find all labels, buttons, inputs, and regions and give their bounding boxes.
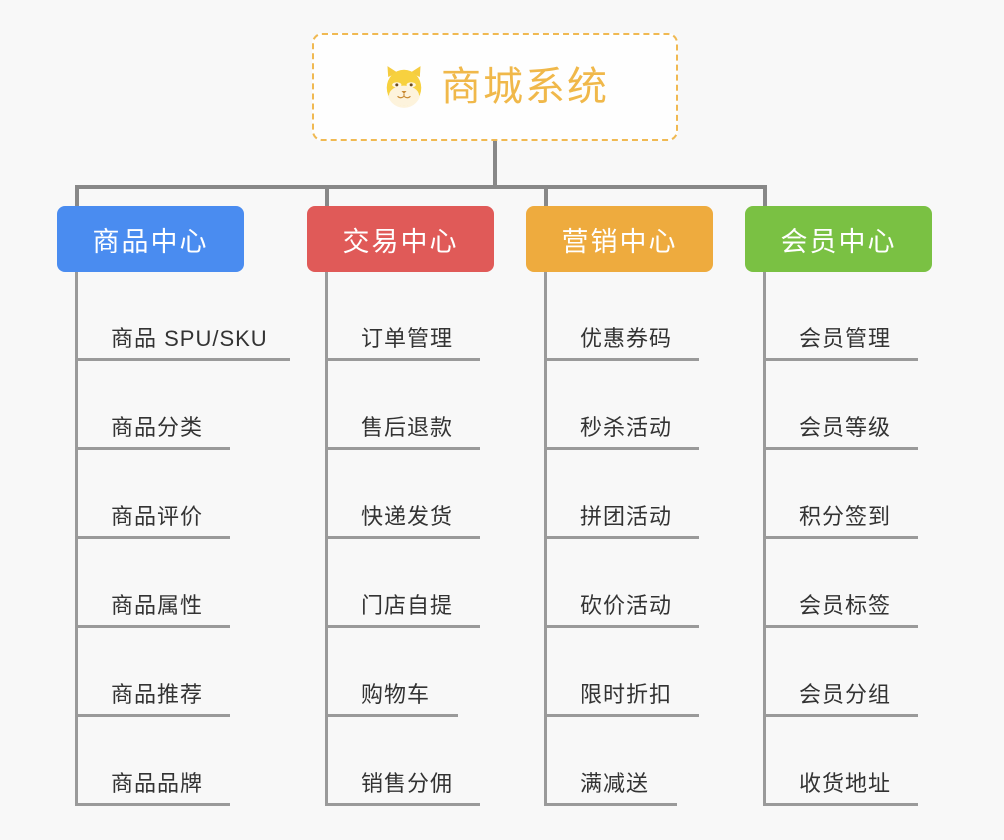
connector-branch-drop xyxy=(544,185,548,206)
leaf-item[interactable]: 销售分佣 xyxy=(325,717,480,806)
category-label: 交易中心 xyxy=(342,226,459,257)
leaf-underline xyxy=(75,625,230,628)
leaf-underline xyxy=(75,358,290,361)
leaf-item[interactable]: 优惠券码 xyxy=(544,272,699,361)
leaf-underline xyxy=(75,803,230,806)
leaf-item[interactable]: 商品 SPU/SKU xyxy=(75,272,290,361)
leaf-item[interactable]: 售后退款 xyxy=(325,361,480,450)
leaf-underline xyxy=(544,358,699,361)
category-label: 营销中心 xyxy=(561,226,678,257)
leaf-underline xyxy=(325,625,480,628)
leaf-item[interactable]: 商品品牌 xyxy=(75,717,230,806)
leaf-label: 秒杀活动 xyxy=(580,414,673,440)
leaf-item[interactable]: 购物车 xyxy=(325,628,458,717)
branch-spine xyxy=(75,272,78,806)
connector-branch-drop xyxy=(75,185,79,206)
leaf-underline xyxy=(544,536,699,539)
leaf-underline xyxy=(544,714,699,717)
connector-root-stem xyxy=(493,141,497,189)
leaf-label: 商品 SPU/SKU xyxy=(111,325,268,351)
root-node[interactable]: 商城系统 xyxy=(312,33,678,141)
leaf-underline xyxy=(763,803,918,806)
leaf-underline xyxy=(763,714,918,717)
category-box-3[interactable]: 营销中心 xyxy=(526,206,713,272)
leaf-item[interactable]: 商品推荐 xyxy=(75,628,230,717)
connector-branch-drop xyxy=(325,185,329,206)
leaf-underline xyxy=(325,536,480,539)
connector-branch-drop xyxy=(763,185,767,206)
leaf-item[interactable]: 拼团活动 xyxy=(544,450,699,539)
category-label: 商品中心 xyxy=(92,226,209,257)
leaf-item[interactable]: 会员分组 xyxy=(763,628,918,717)
leaf-label: 会员标签 xyxy=(799,592,892,618)
leaf-item[interactable]: 满减送 xyxy=(544,717,677,806)
category-box-4[interactable]: 会员中心 xyxy=(745,206,932,272)
leaf-label: 限时折扣 xyxy=(580,681,673,707)
leaf-label: 商品分类 xyxy=(111,414,204,440)
leaf-label: 会员管理 xyxy=(799,325,892,351)
leaf-label: 商品品牌 xyxy=(111,770,204,796)
leaf-underline xyxy=(763,447,918,450)
leaf-label: 积分签到 xyxy=(799,503,892,529)
leaf-label: 满减送 xyxy=(580,770,650,796)
leaf-item[interactable]: 商品属性 xyxy=(75,539,230,628)
leaf-item[interactable]: 门店自提 xyxy=(325,539,480,628)
leaf-label: 拼团活动 xyxy=(580,503,673,529)
leaf-label: 砍价活动 xyxy=(580,592,673,618)
leaf-item[interactable]: 秒杀活动 xyxy=(544,361,699,450)
category-box-2[interactable]: 交易中心 xyxy=(307,206,494,272)
leaf-underline xyxy=(763,358,918,361)
leaf-underline xyxy=(75,447,230,450)
leaf-label: 购物车 xyxy=(361,681,431,707)
leaf-underline xyxy=(325,803,480,806)
leaf-item[interactable]: 商品分类 xyxy=(75,361,230,450)
leaf-label: 商品评价 xyxy=(111,503,204,529)
leaf-label: 商品属性 xyxy=(111,592,204,618)
branch-spine xyxy=(325,272,328,806)
leaf-item[interactable]: 积分签到 xyxy=(763,450,918,539)
leaf-underline xyxy=(544,447,699,450)
leaf-item[interactable]: 限时折扣 xyxy=(544,628,699,717)
leaf-label: 收货地址 xyxy=(799,770,892,796)
leaf-underline xyxy=(75,536,230,539)
leaf-label: 优惠券码 xyxy=(580,325,673,351)
leaf-item[interactable]: 订单管理 xyxy=(325,272,480,361)
connector-horizontal-bus xyxy=(75,185,767,189)
leaf-underline xyxy=(325,447,480,450)
branch-spine xyxy=(544,272,547,806)
leaf-label: 订单管理 xyxy=(361,325,454,351)
leaf-underline xyxy=(763,625,918,628)
leaf-underline xyxy=(544,803,677,806)
leaf-underline xyxy=(325,358,480,361)
leaf-label: 商品推荐 xyxy=(111,681,204,707)
leaf-label: 快递发货 xyxy=(361,503,454,529)
leaf-item[interactable]: 收货地址 xyxy=(763,717,918,806)
leaf-underline xyxy=(763,536,918,539)
leaf-label: 门店自提 xyxy=(361,592,454,618)
leaf-underline xyxy=(325,714,458,717)
leaf-underline xyxy=(544,625,699,628)
leaf-label: 会员分组 xyxy=(799,681,892,707)
leaf-label: 售后退款 xyxy=(361,414,454,440)
category-label: 会员中心 xyxy=(780,226,897,257)
branch-spine xyxy=(763,272,766,806)
root-label: 商城系统 xyxy=(441,65,609,109)
leaf-label: 销售分佣 xyxy=(361,770,454,796)
leaf-item[interactable]: 会员管理 xyxy=(763,272,918,361)
leaf-item[interactable]: 快递发货 xyxy=(325,450,480,539)
leaf-item[interactable]: 商品评价 xyxy=(75,450,230,539)
leaf-label: 会员等级 xyxy=(799,414,892,440)
shiba-dog-face-icon xyxy=(386,66,422,108)
leaf-item[interactable]: 砍价活动 xyxy=(544,539,699,628)
leaf-item[interactable]: 会员标签 xyxy=(763,539,918,628)
leaf-underline xyxy=(75,714,230,717)
leaf-item[interactable]: 会员等级 xyxy=(763,361,918,450)
category-box-1[interactable]: 商品中心 xyxy=(57,206,244,272)
